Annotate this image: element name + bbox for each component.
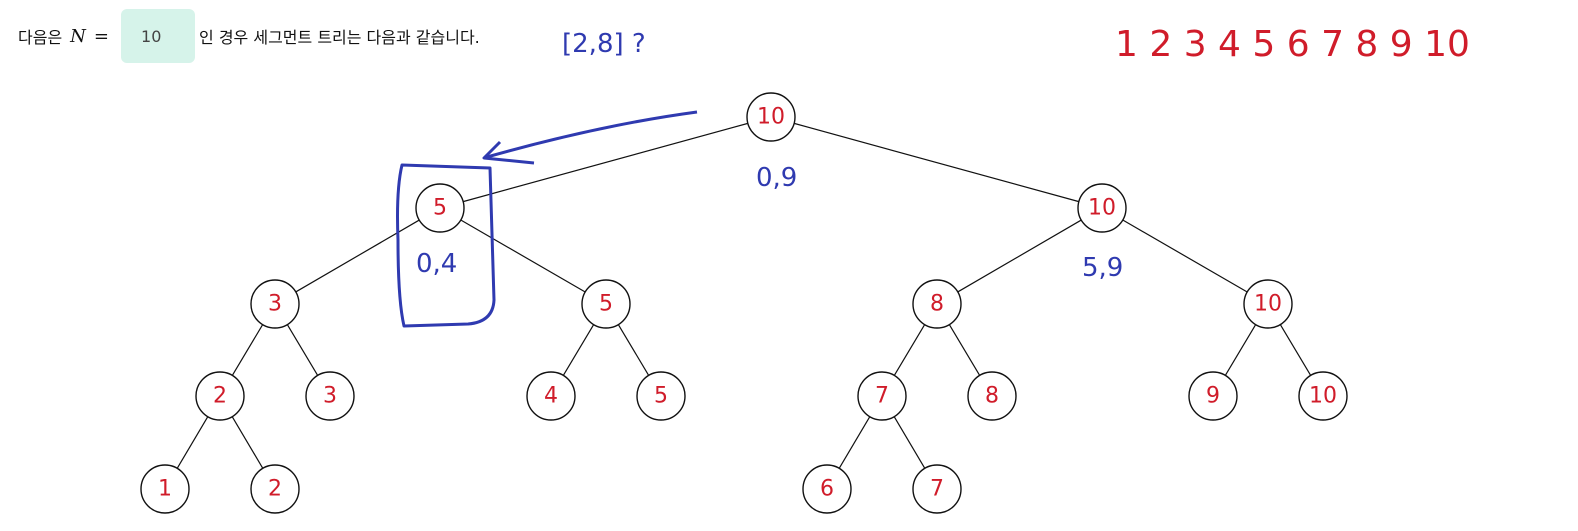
tree-node-circle [912, 279, 962, 329]
tree-node-label: 10 [1254, 292, 1282, 317]
tree-node-label: 9 [1206, 384, 1220, 409]
tree-node-label: 10 [757, 105, 785, 130]
tree-node-label: 2 [268, 477, 282, 502]
tree-node: 8 [967, 371, 1017, 421]
tree-edge [462, 122, 749, 203]
tree-node: 1 [140, 464, 190, 514]
tree-edge [617, 324, 650, 376]
tree-node-label: 8 [930, 292, 944, 317]
tree-node-label: 7 [875, 384, 889, 409]
tree-edge [838, 416, 871, 469]
tree-node-circle [1188, 371, 1238, 421]
tree-node-circle [857, 371, 907, 421]
prompt-text-before: 다음은 [18, 28, 63, 47]
root-range-annotation: 0,9 [756, 163, 797, 193]
tree-edge [286, 324, 319, 376]
tree-node-circle [1077, 183, 1127, 233]
tree-node-label: 3 [323, 384, 337, 409]
tree-node-circle [305, 371, 355, 421]
tree-node-circle [250, 464, 300, 514]
tree-node-circle [1243, 279, 1293, 329]
tree-node: 2 [195, 371, 245, 421]
prompt-text-after: 인 경우 세그먼트 트리는 다음과 같습니다. [199, 28, 480, 47]
tree-edge [957, 219, 1082, 293]
tree-edge [176, 416, 209, 469]
tree-node: 10 [1243, 279, 1293, 329]
tree-edge [231, 324, 264, 376]
blue-annotations: [2,8] ? 0,9 0,4 5,9 [396, 29, 1123, 328]
tree-node-label: 8 [985, 384, 999, 409]
tree-node: 3 [250, 279, 300, 329]
tree-node: 10 [1077, 183, 1127, 233]
tree-node-label: 5 [654, 384, 668, 409]
tree-node-circle [526, 371, 576, 421]
tree-node-circle [802, 464, 852, 514]
tree-node-circle [912, 464, 962, 514]
tree-node-label: 3 [268, 292, 282, 317]
pointer-arrow-shaft [486, 110, 698, 159]
tree-edges [176, 122, 1312, 469]
tree-node: 10 [746, 92, 796, 142]
tree-node-label: 6 [820, 477, 834, 502]
tree-node-circle [1298, 371, 1348, 421]
tree-node-circle [967, 371, 1017, 421]
tree-node: 6 [802, 464, 852, 514]
tree-node-circle [746, 92, 796, 142]
tree-node-label: 2 [213, 384, 227, 409]
pointer-arrow-head [482, 140, 535, 165]
tree-edge [893, 324, 926, 376]
tree-edge [1122, 219, 1248, 293]
sequence-annotation: 1 2 3 4 5 6 7 8 9 10 [1115, 24, 1470, 65]
tree-node-label: 4 [544, 384, 558, 409]
right-range-annotation: 5,9 [1082, 253, 1123, 283]
tree-node: 7 [912, 464, 962, 514]
tree-node: 3 [305, 371, 355, 421]
tree-node: 5 [636, 371, 686, 421]
tree-node: 9 [1188, 371, 1238, 421]
equals-sign: = [93, 25, 110, 47]
tree-node: 5 [581, 279, 631, 329]
left-range-annotation: 0,4 [416, 249, 457, 279]
tree-edge [1224, 324, 1257, 376]
highlight-box [396, 163, 496, 328]
tree-node-label: 1 [158, 477, 172, 502]
tree-edge [793, 122, 1080, 203]
tree-node: 5 [415, 183, 465, 233]
tree-node: 4 [526, 371, 576, 421]
tree-node-label: 10 [1088, 196, 1116, 221]
prompt-line: 다음은 N = 인 경우 세그먼트 트리는 다음과 같습니다. [18, 9, 480, 63]
tree-node-circle [195, 371, 245, 421]
tree-edge [893, 416, 926, 469]
tree-node-circle [250, 279, 300, 329]
tree-node: 10 [1298, 371, 1348, 421]
tree-node-circle [415, 183, 465, 233]
tree-edge [231, 416, 264, 469]
tree-nodes: 10 5 10 3 5 8 10 2 3 4 5 7 8 9 10 1 2 6 7 [140, 92, 1348, 514]
tree-node-circle [581, 279, 631, 329]
tree-node-label: 10 [1309, 384, 1337, 409]
tree-edge [562, 324, 595, 376]
tree-edge [1279, 324, 1312, 376]
tree-node-label: 7 [930, 477, 944, 502]
tree-node: 7 [857, 371, 907, 421]
n-value-input[interactable] [121, 9, 196, 63]
tree-node-circle [140, 464, 190, 514]
tree-edge [295, 219, 420, 293]
variable-n: N [70, 25, 86, 47]
query-range-annotation: [2,8] ? [562, 29, 646, 59]
tree-node: 2 [250, 464, 300, 514]
tree-node-circle [636, 371, 686, 421]
tree-edge [948, 324, 981, 376]
tree-node-label: 5 [433, 196, 447, 221]
tree-node-label: 5 [599, 292, 613, 317]
tree-node: 8 [912, 279, 962, 329]
tree-edge [460, 219, 586, 293]
